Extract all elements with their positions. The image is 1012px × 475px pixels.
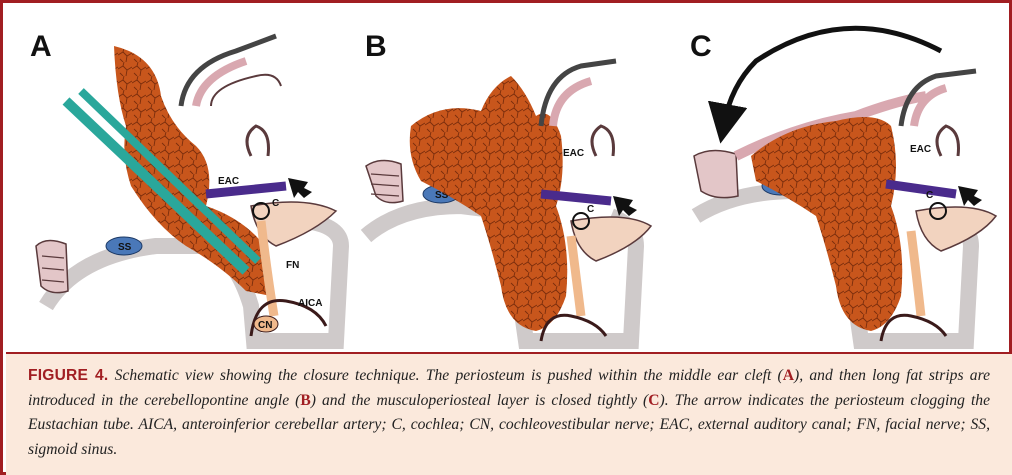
ref-a: A bbox=[783, 367, 794, 384]
ref-b: B bbox=[300, 392, 310, 409]
eac-outline bbox=[592, 126, 614, 156]
arrow-icon bbox=[288, 178, 312, 198]
facial-nerve bbox=[911, 231, 921, 316]
panel-letter: A bbox=[30, 30, 52, 63]
facial-nerve bbox=[571, 236, 581, 316]
periosteum-pink bbox=[553, 81, 591, 126]
figure-caption: FIGURE 4. Schematic view showing the clo… bbox=[6, 352, 1012, 475]
eac-label: EAC bbox=[218, 176, 239, 187]
cn-label: CN bbox=[258, 320, 272, 331]
ear-canal-outline bbox=[211, 75, 281, 106]
eac-outline bbox=[247, 126, 269, 156]
caption-part-3: ) and the musculoperiosteal layer is clo… bbox=[311, 392, 649, 409]
temporal-bone bbox=[916, 207, 996, 251]
nerve-band bbox=[206, 186, 286, 194]
caption-text: FIGURE 4. Schematic view showing the clo… bbox=[28, 364, 990, 462]
ref-c: C bbox=[648, 392, 659, 409]
cochlea-label: C bbox=[587, 204, 594, 215]
panel-c: C SS EAC C bbox=[690, 28, 996, 341]
cochlea-label: C bbox=[926, 190, 933, 201]
figure-panels: A SS EAC C bbox=[6, 6, 1012, 352]
eac-outline bbox=[937, 126, 959, 156]
ss-label: SS bbox=[118, 242, 132, 253]
fn-label: FN bbox=[286, 260, 299, 271]
figure-label: FIGURE 4. bbox=[28, 367, 108, 384]
arrow-icon bbox=[958, 186, 982, 206]
panel-letter: C bbox=[690, 30, 712, 63]
nerve-band bbox=[886, 184, 956, 194]
eac-label: EAC bbox=[910, 144, 931, 155]
skin-layers bbox=[36, 240, 68, 292]
caption-part-1: Schematic view showing the closure techn… bbox=[108, 367, 782, 384]
panel-b: B SS EAC C bbox=[365, 30, 651, 341]
curved-arrow-icon bbox=[724, 28, 941, 124]
panel-a: A SS EAC C bbox=[30, 30, 341, 341]
aica-label: AICA bbox=[298, 298, 322, 309]
cochlea-label: C bbox=[272, 198, 279, 209]
skin-layers bbox=[694, 150, 738, 197]
panel-letter: B bbox=[365, 30, 387, 63]
eac-label: EAC bbox=[563, 148, 584, 159]
fat-tissue bbox=[751, 117, 902, 331]
